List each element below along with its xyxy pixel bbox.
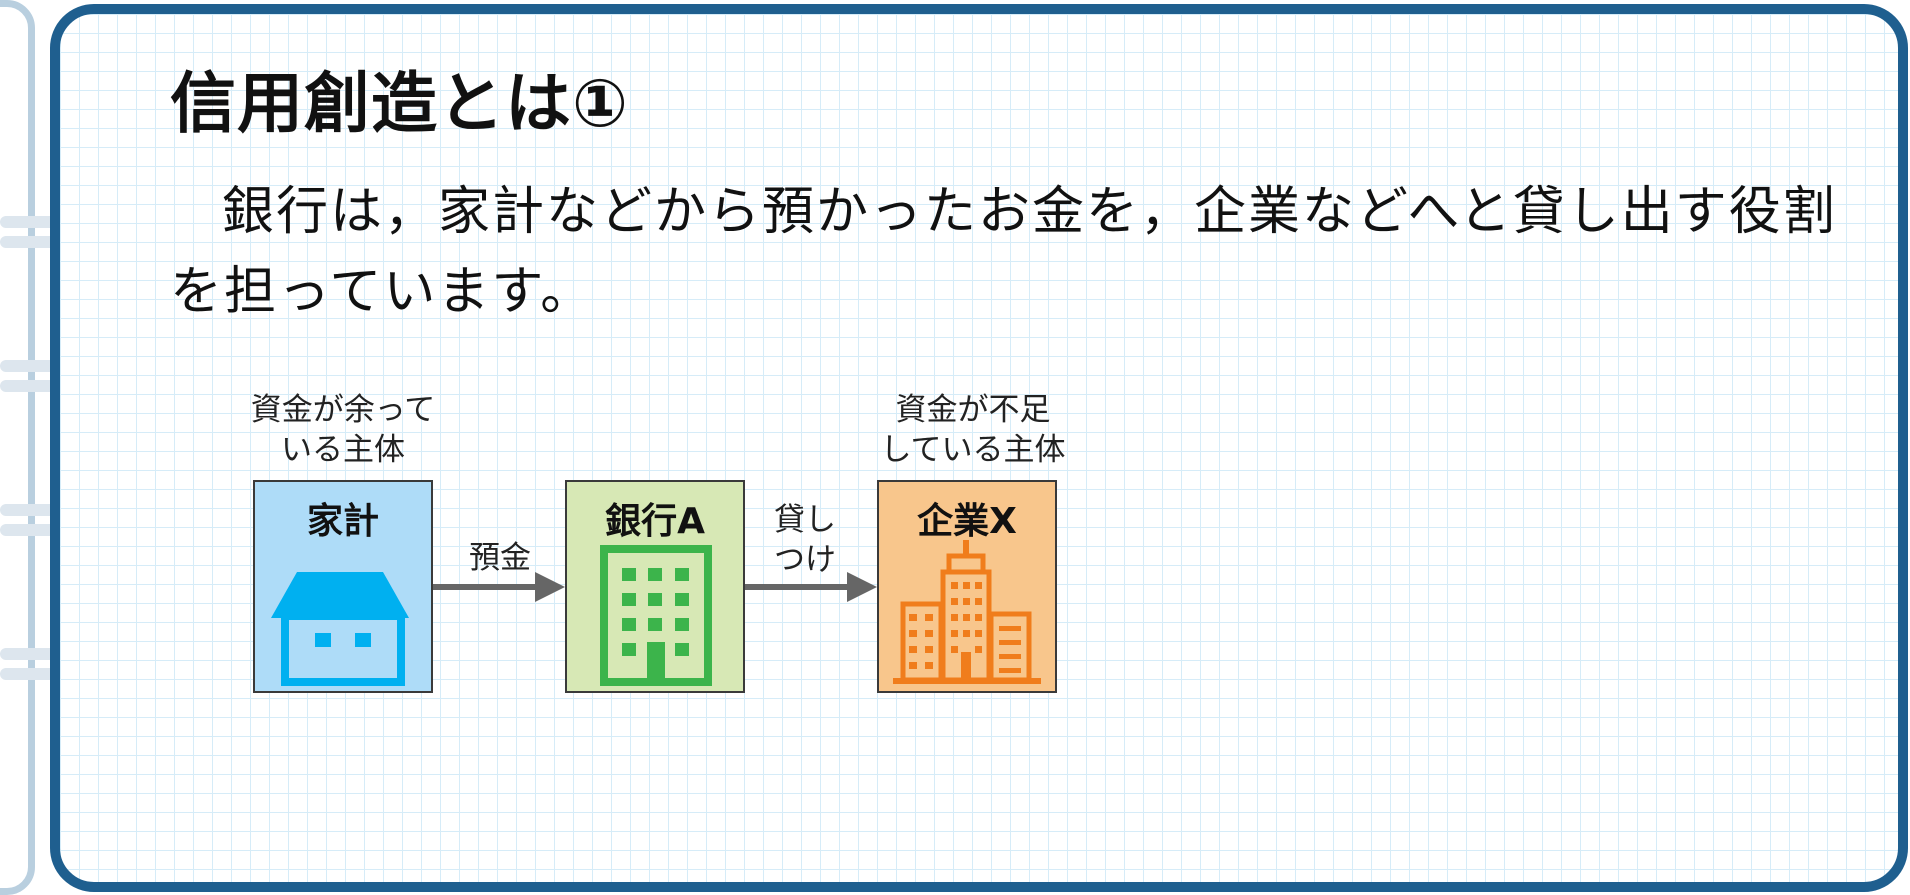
- deposit-edge-label: 預金: [440, 538, 560, 578]
- company-caption-line-1: 資金が不足: [895, 392, 1051, 428]
- back-page-edge: [0, 0, 35, 895]
- household-node: 家計: [253, 480, 433, 693]
- deposit-arrow: [433, 572, 565, 602]
- notebook-page: 信用創造とは① 銀行は，家計などから預かったお金を，企業などへと貸し出す役割を担…: [50, 4, 1908, 892]
- office-buildings-icon: [893, 540, 1041, 684]
- slide-title: 信用創造とは①: [170, 65, 629, 142]
- household-caption-line-2: いる主体: [281, 432, 405, 468]
- company-node: 企業X: [877, 480, 1057, 693]
- deposit-edge-label-line-1: 預金: [469, 540, 531, 576]
- loan-arrow: [745, 572, 877, 602]
- slide-body-text: 銀行は，家計などから預かったお金を，企業などへと貸し出す役割を担っています。: [170, 182, 1837, 322]
- loan-edge-label-line-2: つけ: [774, 542, 836, 578]
- household-caption-line-1: 資金が余って: [250, 392, 436, 428]
- household-caption: 資金が余って いる主体: [232, 390, 454, 470]
- company-caption-line-2: している主体: [880, 432, 1066, 468]
- loan-edge-label-line-1: 貸し: [774, 502, 836, 538]
- bank-building-icon: [600, 545, 712, 686]
- company-caption: 資金が不足 している主体: [853, 390, 1093, 470]
- bank-label: 銀行A: [605, 501, 705, 542]
- household-label: 家計: [306, 501, 379, 542]
- bank-node: 銀行A: [565, 480, 745, 693]
- company-label: 企業X: [917, 501, 1017, 542]
- house-icon: [271, 572, 409, 686]
- loan-edge-label: 貸し つけ: [750, 500, 860, 580]
